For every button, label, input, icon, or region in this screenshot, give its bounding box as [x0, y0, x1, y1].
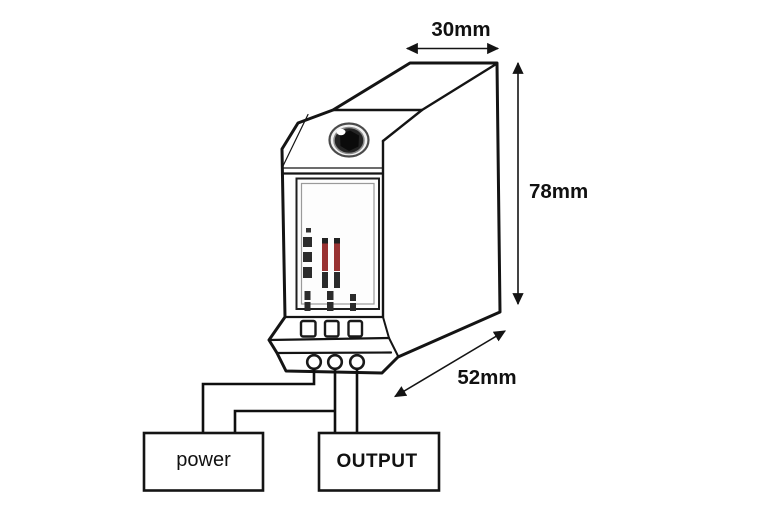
- top-side-divider-edge: [420, 62, 499, 112]
- panel-marking-label-3b: [350, 303, 356, 311]
- height-dimension-label: 78mm: [529, 180, 588, 203]
- terminal-slot-1: [299, 319, 317, 338]
- foot-band-top-edge: [267, 336, 391, 342]
- panel-marking-label-2a: [327, 291, 334, 300]
- panel-marking-sub-1: [322, 272, 328, 288]
- dimension-width: 30mm: [405, 18, 500, 55]
- bevel-right-edge: [381, 108, 424, 143]
- panel-marking-label-1a: [304, 291, 311, 300]
- foot-band-bottom-edge: [275, 351, 393, 355]
- wiring: [201, 368, 359, 433]
- panel-marking-sub-2: [334, 272, 340, 288]
- width-dimension-label: 30mm: [431, 18, 490, 41]
- panel-marking-label-2b: [327, 302, 334, 311]
- panel-marking-red-1: [322, 243, 328, 271]
- panel-markings: [303, 228, 356, 311]
- terminal-screw-2: [326, 353, 344, 371]
- panel-marking-block-1: [303, 237, 312, 247]
- power-box: power: [142, 431, 265, 492]
- output-box: OUTPUT: [317, 431, 441, 492]
- panel-marking-red-2: [334, 243, 340, 271]
- wire-terminal1-to-power: [201, 368, 316, 433]
- dimension-depth: 52mm: [394, 330, 517, 398]
- panel-marking-block-2: [303, 252, 312, 262]
- panel-marking-block-3: [303, 267, 312, 278]
- terminal-screw-3: [348, 353, 366, 371]
- terminal-face-right-edge: [382, 316, 390, 339]
- panel-marking-cap-1: [322, 238, 328, 244]
- power-box-border: [142, 431, 265, 492]
- knob-highlight: [336, 128, 346, 136]
- adjustment-knob-icon: [328, 122, 370, 158]
- terminal-slot-3: [347, 319, 364, 338]
- bevel-left-edge: [282, 113, 309, 167]
- panel-marking-label-1b: [304, 302, 311, 311]
- depth-dimension-arrow-icon: [394, 330, 506, 398]
- panel-marking-cap-2: [334, 238, 340, 244]
- terminal-screw-1: [305, 353, 323, 371]
- depth-dimension-label: 52mm: [457, 366, 516, 389]
- wire-terminal2-to-power: [233, 409, 335, 433]
- panel-marking-dot: [306, 228, 311, 233]
- dimension-height: 78mm: [512, 61, 588, 306]
- output-box-border: [317, 431, 441, 492]
- terminal-block: [299, 319, 366, 371]
- front-panel: [295, 177, 380, 311]
- knob-cap: [340, 130, 359, 151]
- power-box-label: power: [176, 449, 231, 471]
- terminal-slot-2: [323, 319, 340, 338]
- front-panel-inner-border: [300, 182, 375, 305]
- panel-marking-label-3a: [350, 294, 356, 301]
- output-box-label: OUTPUT: [336, 451, 417, 472]
